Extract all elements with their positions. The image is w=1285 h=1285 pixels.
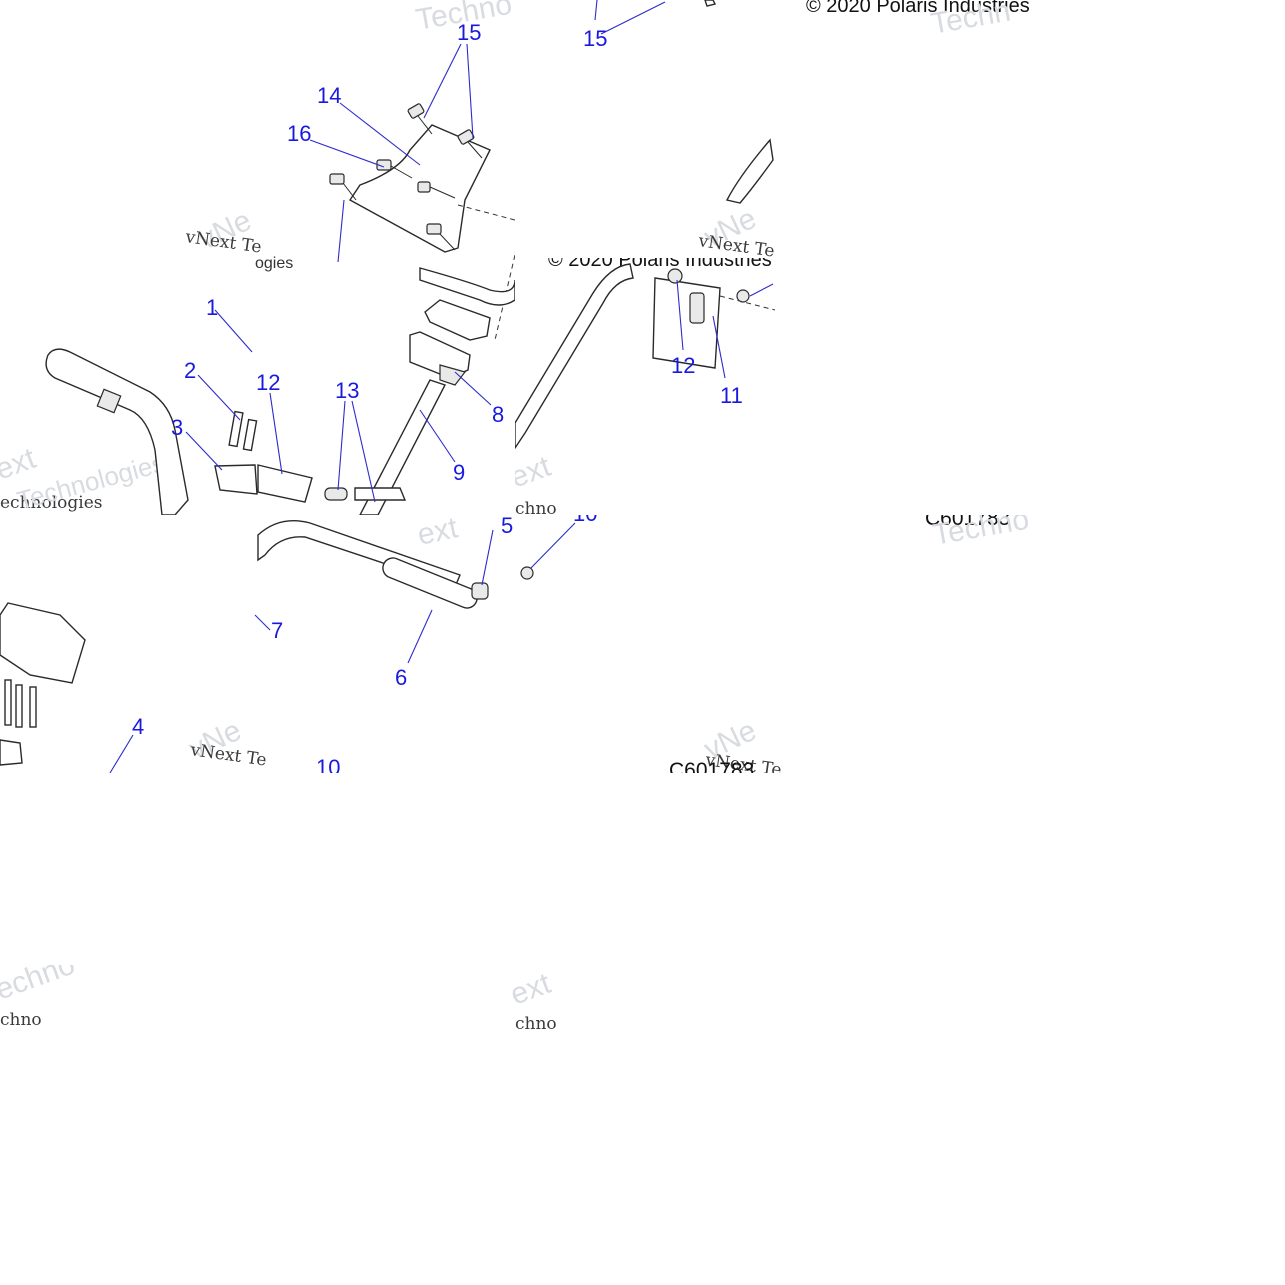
clamp-cap: [257, 464, 313, 503]
stem-clamp: [354, 487, 407, 501]
bolt-group: [329, 103, 483, 251]
watermark-text: chno: [515, 499, 557, 516]
alignment-line: [719, 295, 776, 311]
callout-number: 7: [271, 618, 283, 643]
clamp-base: [0, 739, 23, 766]
diagram-tile-header: 15 © 2020 Polaris Industries Techn vNe v…: [515, 0, 1030, 258]
bolt: [29, 686, 37, 728]
bolt: [4, 679, 12, 726]
diagram-tile-footer: echno chno ext chno: [0, 965, 560, 1035]
copyright-text: © 2020 Polaris Industries: [806, 0, 1030, 17]
callout-number: 12: [671, 353, 695, 378]
handlebar-grip-left: [45, 348, 189, 515]
diagram-tile-frame: © 2020 Polaris Industries 12 11 ext chno: [515, 258, 845, 516]
watermark-text: echno: [0, 965, 79, 1007]
watermark-text: ext: [415, 515, 462, 552]
callout-number: 14: [317, 83, 341, 108]
copyright-text: © 2020 Polaris Industries: [548, 258, 772, 271]
watermark-text: ext: [515, 450, 556, 495]
diagram-tile-bracket: Techno vNe vNext Te ogies ext echnologie…: [0, 0, 515, 515]
alignment-line: [494, 254, 515, 341]
grip-band: [96, 388, 122, 414]
watermark-text: Techn: [928, 0, 1013, 41]
bolt: [15, 684, 23, 728]
grip-sleeve: [382, 557, 478, 609]
alignment-line: [457, 204, 515, 221]
drawing-code: C601783: [925, 515, 1010, 530]
callout-number: 13: [335, 378, 359, 403]
watermark-text: ogies: [255, 255, 293, 272]
callout-number: 2: [184, 358, 196, 383]
frame-rail: [515, 263, 634, 450]
callout-number: 8: [492, 402, 504, 427]
diagram-tile-nut: 10 C601783 Techno vNe vNext Te C601783: [515, 515, 1030, 773]
drawing-code: C601783: [669, 759, 754, 773]
clamp-bracket: [409, 331, 471, 379]
callout-number: 15: [457, 20, 481, 45]
handlebar-segment: [725, 138, 774, 204]
clamp-housing: [0, 602, 86, 684]
spacer: [324, 487, 348, 501]
clamp-insert: [439, 364, 467, 386]
callout-number: 6: [395, 665, 407, 690]
clamp-lower: [214, 464, 258, 495]
callout-number: 9: [453, 460, 465, 485]
callout-number: 10: [316, 755, 340, 773]
plate-slot: [689, 292, 705, 324]
nut: [667, 268, 683, 284]
end-cap: [471, 582, 489, 600]
watermark-text: ext: [0, 442, 41, 487]
watermark-text: chno: [0, 1010, 42, 1030]
bolt: [242, 418, 258, 452]
bolt: [228, 410, 244, 448]
handlebar-end: [419, 267, 515, 306]
watermark-text: ext: [506, 967, 556, 1012]
callout-number: 3: [171, 415, 183, 440]
steering-column: [359, 379, 446, 515]
watermark-text: vNext Te: [188, 740, 267, 771]
callout-number: 5: [501, 515, 513, 538]
watermark-text: echnologies: [0, 493, 103, 513]
diagram-tile-handlebar: 5 7 6 4 10 ext vNe vNext Te: [0, 515, 515, 773]
handlebar-clamp: [424, 299, 491, 341]
watermark-text: chno: [515, 1014, 557, 1034]
watermark-text: Techno: [930, 515, 1030, 552]
callout-number: 11: [720, 383, 743, 408]
nut: [736, 289, 750, 303]
nut: [520, 566, 534, 580]
callout-number: 10: [573, 515, 597, 526]
callout-number: 16: [287, 121, 311, 146]
callout-number: 1: [206, 295, 218, 320]
callout-number: 4: [132, 714, 144, 739]
bolt-tip: [704, 0, 717, 7]
callout-number: 12: [256, 370, 280, 395]
callout-number: 15: [583, 26, 607, 51]
